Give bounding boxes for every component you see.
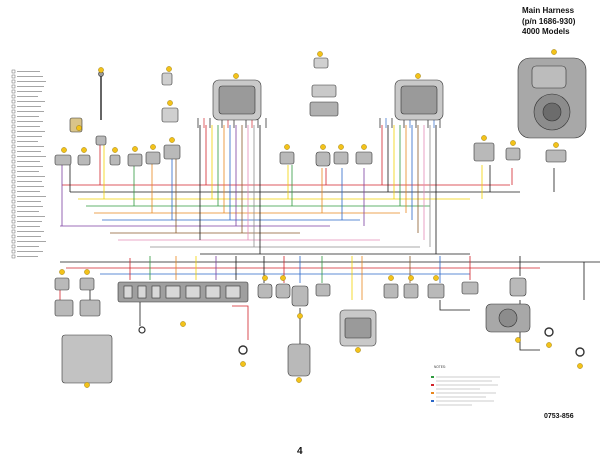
lower-components bbox=[54, 277, 585, 384]
notes-color-swatches bbox=[431, 376, 434, 402]
upper-wire-bundle bbox=[60, 184, 520, 255]
title-line-3: 4000 Models bbox=[522, 27, 570, 36]
page-number: 4 bbox=[297, 446, 303, 457]
lower-wire-bundle bbox=[59, 256, 600, 360]
title-line-1: Main Harness bbox=[522, 6, 575, 15]
document-number: 0753-856 bbox=[544, 413, 574, 420]
legend-list bbox=[11, 69, 46, 259]
notes-heading: NOTES: bbox=[434, 365, 446, 369]
title-line-2: (p/n 1686-930) bbox=[522, 16, 576, 26]
top-connectors bbox=[54, 57, 587, 167]
notes-lines bbox=[436, 376, 500, 406]
upper-vertical-drops bbox=[61, 125, 555, 254]
callout-markers bbox=[59, 49, 583, 388]
diagram-title: Main Harness (p/n 1686-930) 4000 Models bbox=[522, 6, 575, 38]
